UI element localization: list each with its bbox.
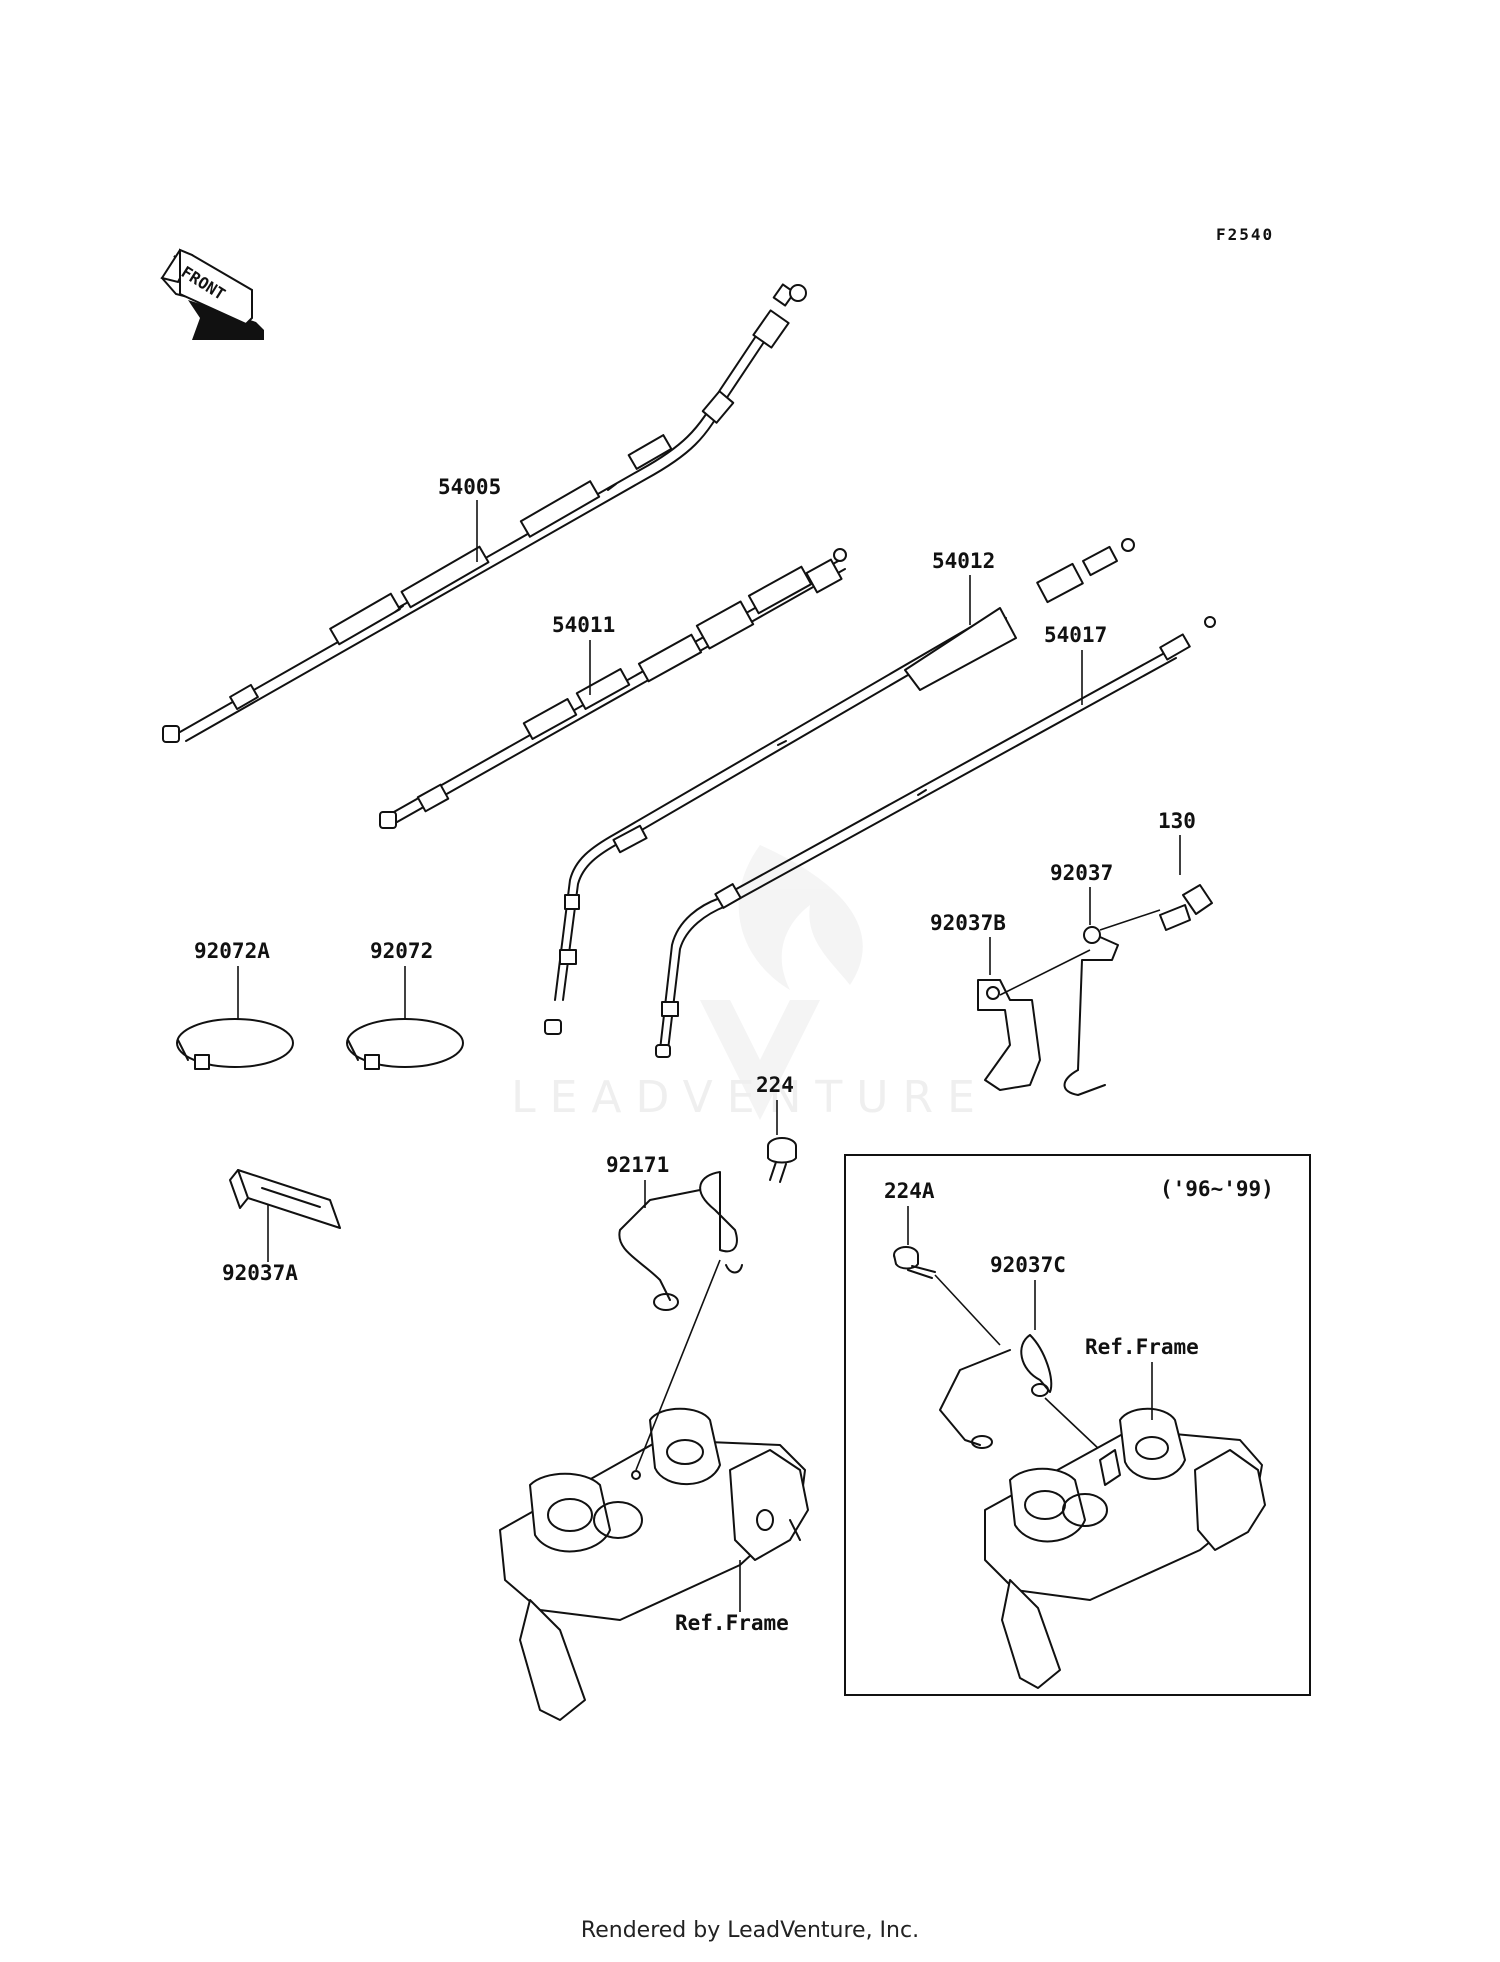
plate-92037A[interactable] (229, 1169, 341, 1229)
leadventure-watermark: LEADVENTURE (511, 845, 989, 1123)
label-130: 130 (1158, 809, 1196, 833)
label-ref-frame-main: Ref.Frame (675, 1611, 789, 1635)
label-224: 224 (756, 1073, 794, 1097)
label-ref-frame-inset: Ref.Frame (1085, 1335, 1199, 1359)
watermark-text: LEADVENTURE (511, 1072, 989, 1123)
clamp-92037B[interactable] (977, 949, 1091, 1091)
ref-frame-inset (984, 1407, 1266, 1689)
guide-92171[interactable] (618, 1171, 743, 1311)
label-92037A: 92037A (222, 1261, 298, 1285)
label-54017: 54017 (1044, 623, 1107, 647)
clamp-92037[interactable] (1063, 909, 1161, 1096)
label-224A: 224A (884, 1179, 935, 1203)
label-92072: 92072 (370, 939, 433, 963)
label-54012: 54012 (932, 549, 995, 573)
label-92037B: 92037B (930, 911, 1006, 935)
cable-54012[interactable] (544, 538, 1135, 1035)
clamp-92037C[interactable] (939, 1334, 1101, 1451)
cable-54005[interactable] (162, 283, 807, 743)
cable-54017[interactable] (655, 616, 1216, 1058)
label-92072A: 92072A (194, 939, 270, 963)
screw-224[interactable] (767, 1137, 797, 1183)
front-arrow-icon: FRONT (160, 248, 264, 340)
label-92171: 92171 (606, 1153, 669, 1177)
label-92037: 92037 (1050, 861, 1113, 885)
label-54005: 54005 (438, 475, 501, 499)
inset-box (844, 1154, 1311, 1696)
label-54011: 54011 (552, 613, 615, 637)
diagram-code: F2540 (1216, 225, 1274, 244)
inset-label: ('96~'99) (1160, 1177, 1274, 1201)
band-92072A[interactable] (176, 1018, 294, 1070)
ref-frame-main (499, 1259, 809, 1721)
screw-224A[interactable] (893, 1246, 1001, 1346)
band-92072[interactable] (346, 1018, 464, 1070)
footer-credit: Rendered by LeadVenture, Inc. (580, 1918, 920, 1943)
cable-54011[interactable] (379, 548, 847, 829)
bolt-130[interactable] (1159, 884, 1213, 931)
label-92037C: 92037C (990, 1253, 1066, 1277)
